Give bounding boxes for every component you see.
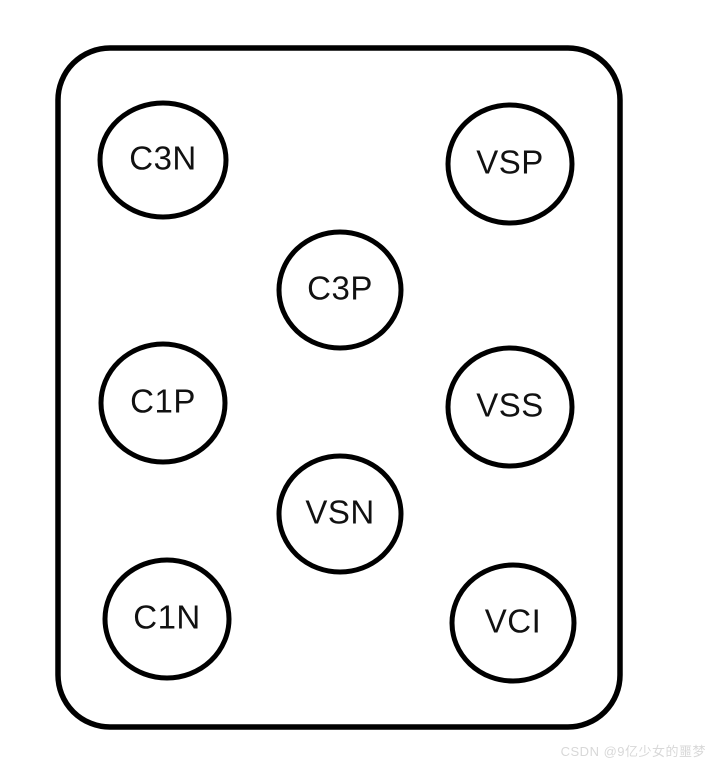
pin-circle[interactable]	[445, 102, 575, 226]
pin-circle[interactable]	[97, 100, 229, 220]
pin-circle[interactable]	[449, 562, 577, 684]
pin-circle[interactable]	[276, 453, 404, 575]
pin-c1n[interactable]: C1N	[102, 557, 232, 681]
pin-label: C3N	[129, 140, 197, 177]
pin-label: C3P	[307, 270, 373, 307]
pin-label: VSN	[305, 494, 374, 531]
pin-circle[interactable]	[445, 345, 575, 469]
pin-group: C3N VSP C3P C1P VSS VSN C1N VCI	[97, 100, 577, 684]
pin-vci[interactable]: VCI	[449, 562, 577, 684]
pin-vss[interactable]: VSS	[445, 345, 575, 469]
watermark-text: CSDN @9亿少女的噩梦	[560, 744, 706, 759]
pin-label: VSP	[476, 144, 544, 181]
pin-label: C1N	[133, 599, 201, 636]
pin-c3p[interactable]: C3P	[276, 229, 404, 351]
pin-circle[interactable]	[98, 341, 228, 465]
pin-label: VSS	[476, 387, 544, 424]
pin-circle[interactable]	[276, 229, 404, 351]
pin-c1p[interactable]: C1P	[98, 341, 228, 465]
pin-vsp[interactable]: VSP	[445, 102, 575, 226]
pin-c3n[interactable]: C3N	[97, 100, 229, 220]
pin-label: C1P	[130, 383, 196, 420]
pin-label: VCI	[485, 603, 542, 640]
pin-circle[interactable]	[102, 557, 232, 681]
pin-vsn[interactable]: VSN	[276, 453, 404, 575]
